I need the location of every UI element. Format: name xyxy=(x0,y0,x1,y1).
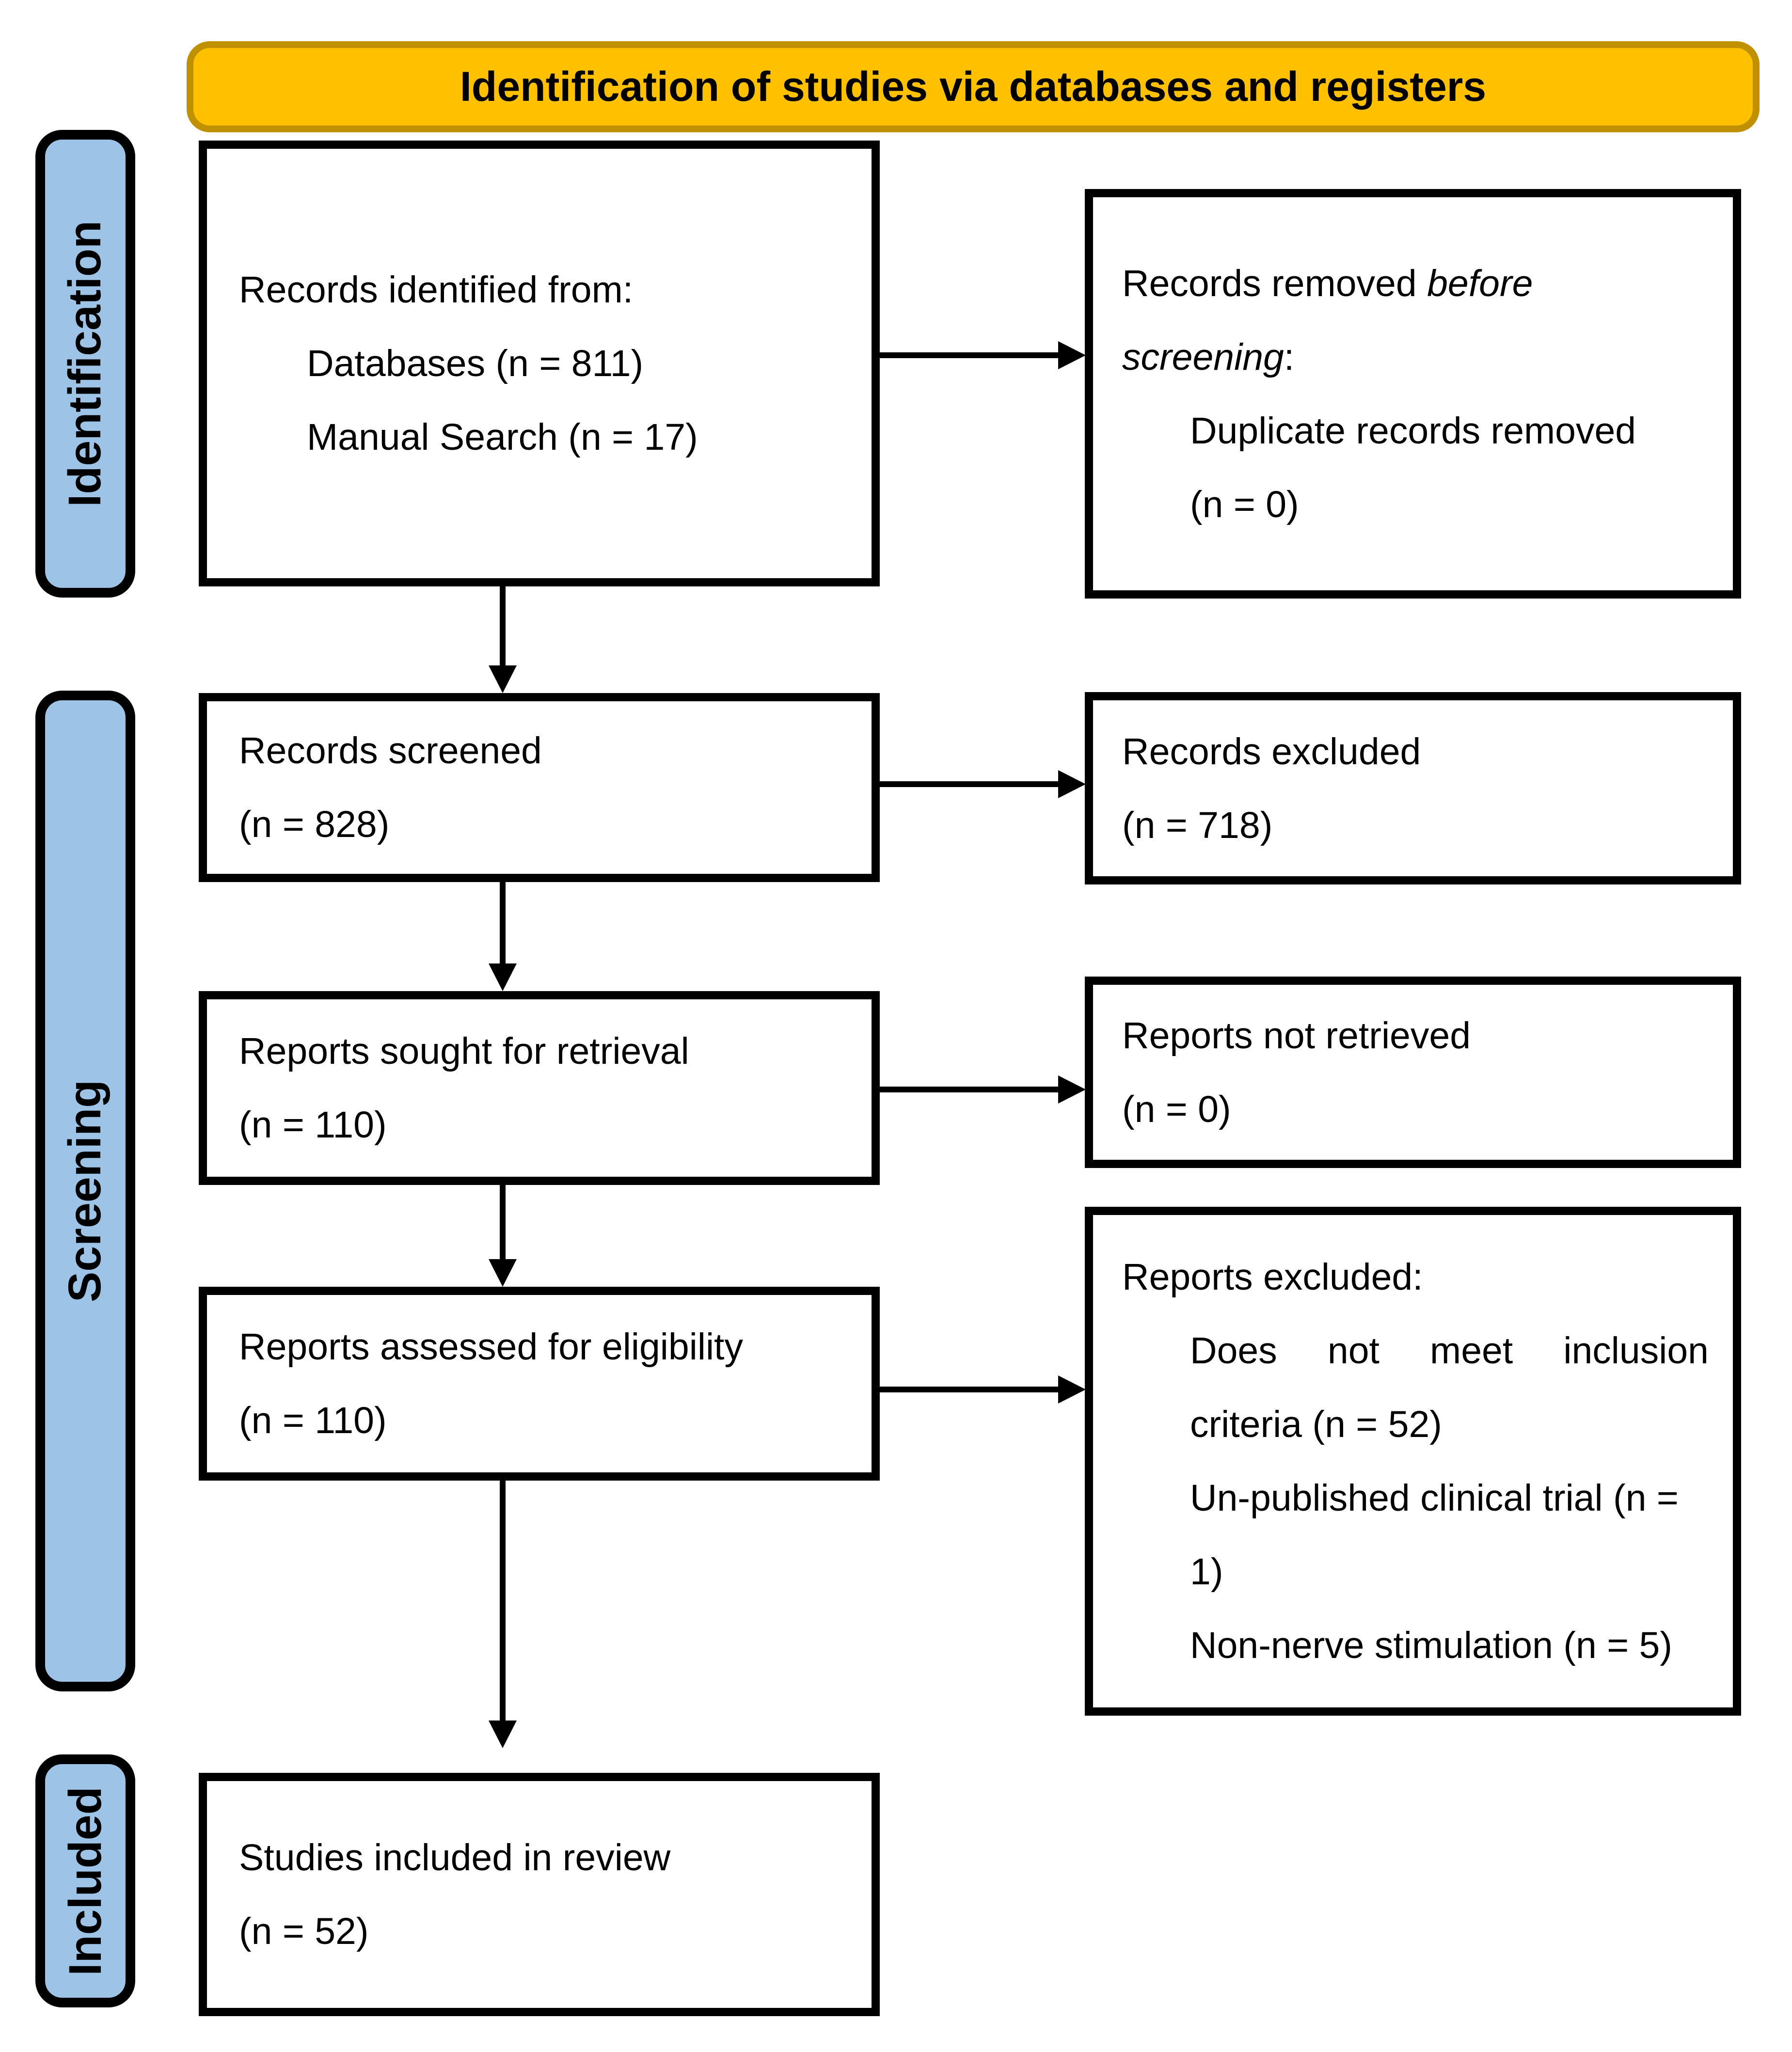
text-line: (n = 0) xyxy=(1122,468,1709,541)
stage-bar-identification: Identification xyxy=(35,130,135,598)
text-segment: criteria (n = 52) xyxy=(1190,1404,1442,1445)
box-records-screened: Records screened (n = 828) xyxy=(199,693,880,882)
text-segment-italic: screening xyxy=(1122,336,1284,378)
arrowhead-sought-to-not-retrieved xyxy=(1058,1075,1086,1104)
text-line: Reports excluded: xyxy=(1122,1240,1709,1314)
arrow-line-sought-to-assessed xyxy=(500,1185,506,1259)
arrow-line-sought-to-not-retrieved xyxy=(880,1087,1058,1092)
box-studies-included-in-review: Studies included in review (n = 52) xyxy=(199,1773,880,2016)
text-line: Records removed before xyxy=(1122,247,1709,320)
text-segment: Does not meet inclusion xyxy=(1190,1330,1709,1372)
text-segment: Un-published clinical trial (n = xyxy=(1190,1477,1679,1519)
text-segment: Duplicate records removed xyxy=(1190,410,1636,452)
text-segment: Studies included in review xyxy=(239,1837,671,1878)
arrow-line-identified-to-screened xyxy=(500,586,506,666)
text-line: 1) xyxy=(1122,1535,1709,1609)
arrow-line-screened-to-sought xyxy=(500,882,506,963)
arrowhead-screened-to-excluded xyxy=(1058,770,1086,798)
stage-label-included: Included xyxy=(59,1786,111,1976)
text-line: Studies included in review xyxy=(239,1821,847,1894)
box-reports-not-retrieved: Reports not retrieved (n = 0) xyxy=(1085,977,1741,1168)
text-line: (n = 110) xyxy=(239,1384,847,1457)
text-segment: (n = 52) xyxy=(239,1910,369,1952)
text-line: (n = 52) xyxy=(239,1894,847,1968)
text-line: (n = 718) xyxy=(1122,789,1709,862)
text-line: Does not meet inclusion xyxy=(1122,1314,1709,1388)
text-segment: Records identified from: xyxy=(239,269,634,311)
text-segment: Reports not retrieved xyxy=(1122,1014,1471,1057)
text-segment: (n = 0) xyxy=(1190,483,1299,525)
text-line: Non-nerve stimulation (n = 5) xyxy=(1122,1609,1709,1682)
box-reports-excluded: Reports excluded: Does not meet inclusion… xyxy=(1085,1207,1741,1716)
text-segment-italic: before xyxy=(1427,262,1533,304)
text-line: Records identified from: xyxy=(239,253,847,327)
text-segment: 1) xyxy=(1190,1551,1223,1593)
text-segment: (n = 110) xyxy=(239,1104,387,1146)
text-segment: (n = 110) xyxy=(239,1400,387,1441)
text-line: Reports sought for retrieval xyxy=(239,1014,847,1088)
text-segment: Records removed xyxy=(1122,262,1427,304)
stage-label-screening: Screening xyxy=(59,1079,111,1303)
arrow-line-identified-to-removed xyxy=(880,352,1058,358)
text-line: (n = 0) xyxy=(1122,1073,1709,1146)
text-segment: (n = 718) xyxy=(1122,804,1273,846)
stage-label-identification: Identification xyxy=(59,220,111,507)
stage-bar-screening: Screening xyxy=(35,691,135,1691)
text-segment: Databases (n = 811) xyxy=(307,343,644,384)
stage-bar-included: Included xyxy=(35,1754,135,2007)
text-line: (n = 828) xyxy=(239,788,847,861)
text-line: Reports assessed for eligibility xyxy=(239,1310,847,1384)
text-segment: Reports sought for retrieval xyxy=(239,1030,689,1072)
banner-title: Identification of studies via databases … xyxy=(460,63,1487,110)
box-reports-sought-for-retrieval: Reports sought for retrieval (n = 110) xyxy=(199,991,880,1185)
arrowhead-assessed-to-included xyxy=(489,1721,517,1748)
text-line: Records screened xyxy=(239,714,847,788)
text-line: Un-published clinical trial (n = xyxy=(1122,1461,1709,1535)
box-records-identified: Records identified from: Databases (n = 8… xyxy=(199,141,880,586)
text-segment: (n = 828) xyxy=(239,804,390,845)
arrowhead-identified-to-screened xyxy=(489,665,517,693)
text-segment: Manual Search (n = 17) xyxy=(307,416,698,458)
text-segment: Records screened xyxy=(239,730,542,772)
text-segment: : xyxy=(1284,336,1295,378)
text-line: (n = 110) xyxy=(239,1088,847,1162)
text-segment: Reports assessed for eligibility xyxy=(239,1326,743,1368)
text-segment: Non-nerve stimulation (n = 5) xyxy=(1190,1625,1673,1666)
box-reports-assessed-for-eligibility: Reports assessed for eligibility (n = 110… xyxy=(199,1287,880,1481)
text-line: Databases (n = 811) xyxy=(239,327,847,400)
text-line: Manual Search (n = 17) xyxy=(239,400,847,474)
arrow-line-screened-to-excluded xyxy=(880,781,1058,787)
arrowhead-screened-to-sought xyxy=(489,963,517,991)
text-line: screening: xyxy=(1122,320,1709,394)
text-line: criteria (n = 52) xyxy=(1122,1388,1709,1461)
text-segment: (n = 0) xyxy=(1122,1088,1231,1130)
arrowhead-assessed-to-reports-excluded xyxy=(1058,1375,1086,1404)
arrow-line-assessed-to-reports-excluded xyxy=(880,1387,1058,1392)
arrow-line-assessed-to-included xyxy=(500,1481,506,1721)
banner-identification-of-studies: Identification of studies via databases … xyxy=(187,41,1760,132)
text-line: Duplicate records removed xyxy=(1122,394,1709,468)
arrowhead-identified-to-removed xyxy=(1058,341,1086,369)
arrowhead-sought-to-assessed xyxy=(489,1259,517,1287)
text-segment: Records excluded xyxy=(1122,730,1421,773)
box-records-excluded: Records excluded (n = 718) xyxy=(1085,692,1741,884)
text-line: Reports not retrieved xyxy=(1122,999,1709,1073)
text-segment: Reports excluded: xyxy=(1122,1256,1423,1298)
text-line: Records excluded xyxy=(1122,715,1709,789)
